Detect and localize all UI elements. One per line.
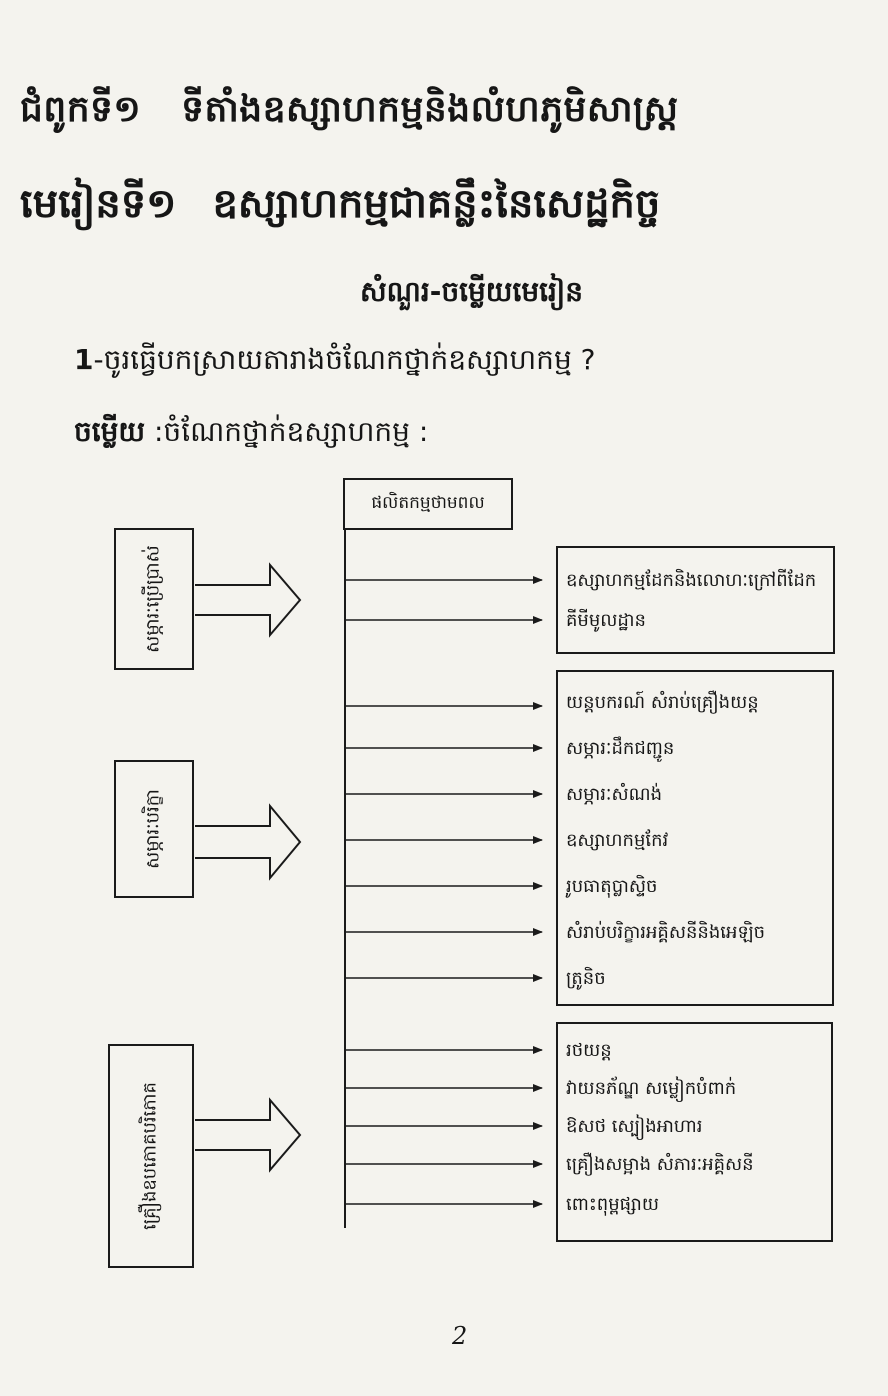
- category-box-equipment: សម្ភារៈបរិក្ខា: [114, 760, 194, 898]
- chapter-heading: ជំពូកទី១ ទីតាំងឧស្សាហកម្មនិងលំហភូមិសាស្ត្…: [20, 86, 880, 139]
- chapter-label: ជំពូកទី១: [20, 89, 142, 130]
- list-item: ពោះពុម្ពផ្សាយ: [566, 1194, 659, 1215]
- list-item: គីមីមូលដ្ឋាន: [566, 610, 646, 631]
- horizontal-arrows: [345, 576, 543, 1208]
- list-item: ត្រូនិច: [566, 968, 606, 989]
- list-item: យន្តបករណ៍ សំរាប់គ្រឿងយន្ត: [566, 692, 759, 713]
- block-arrow-3: [195, 1097, 302, 1173]
- chapter-title: ទីតាំងឧស្សាហកម្មនិងលំហភូមិសាស្ត្រ: [181, 89, 679, 130]
- list-item: វាយនភ័ណ្ឌ សម្លៀកបំពាក់: [566, 1078, 737, 1099]
- energy-production-box: ផលិតកម្មថាមពល: [343, 478, 513, 530]
- block-arrow-2: [195, 803, 302, 881]
- category-label: សម្ភារៈប្រើប្រាស់: [142, 545, 164, 653]
- list-item: សម្ភារៈសំណង់: [566, 784, 663, 805]
- answer-line: ចម្លើយ :ចំណែកថ្នាក់ឧស្សាហកម្ម :: [74, 414, 428, 455]
- list-item: ឧស្សាហកម្មដែកនិងលោហៈក្រៅពីដែក: [566, 570, 817, 591]
- answer-text: :ចំណែកថ្នាក់ឧស្សាហកម្ម :: [145, 415, 429, 448]
- list-item: រូបធាតុប្លាស្ទិច: [566, 876, 658, 897]
- category-box-consumables: គ្រឿងឧបភោគបរិភោគ: [108, 1044, 194, 1268]
- category-label: គ្រឿងឧបភោគបរិភោគ: [139, 1082, 161, 1230]
- answer-label: ចម្លើយ: [74, 415, 146, 448]
- block-arrow-1: [195, 562, 302, 638]
- category-box-consumer-goods: សម្ភារៈប្រើប្រាស់: [114, 528, 194, 670]
- page-number: 2: [452, 1322, 468, 1350]
- group-box-2: [556, 670, 834, 1006]
- list-item: សម្ភារៈដឹកជញ្ជូន: [566, 738, 675, 759]
- list-item: សំរាប់បរិក្ខារអគ្គិសនីនិងអេឡិច: [566, 922, 766, 943]
- question-line: 1-ចូរធ្វើបកស្រាយតារាងចំណែកថ្នាក់ឧស្សាហកម…: [74, 342, 595, 383]
- group-box-3: [556, 1022, 833, 1242]
- question-text: -ចូរធ្វើបកស្រាយតារាងចំណែកថ្នាក់ឧស្សាហកម្…: [93, 343, 596, 376]
- list-item: រថយន្ត: [566, 1040, 612, 1061]
- section-subtitle: សំណួរ-ចម្លើយមេរៀន: [360, 275, 583, 308]
- list-item: ឱសថ ស្បៀងអាហារ: [566, 1116, 703, 1137]
- lesson-heading: មេរៀនទី១ ឧស្សាហកម្មជាគន្លឹះនៃសេដ្ឋកិច្ច: [20, 178, 880, 237]
- category-label: សម្ភារៈបរិក្ខា: [142, 789, 164, 869]
- list-item: គ្រឿងសម្អាង សំភារៈអគ្គិសនី: [566, 1154, 754, 1175]
- group-box-1: [556, 546, 835, 654]
- list-item: ឧស្សាហកម្មកែវ: [566, 830, 669, 851]
- lesson-title: ឧស្សាហកម្មជាគន្លឹះនៃសេដ្ឋកិច្ច: [212, 181, 661, 227]
- lesson-label: មេរៀនទី១: [20, 181, 177, 227]
- question-number: 1: [74, 343, 94, 376]
